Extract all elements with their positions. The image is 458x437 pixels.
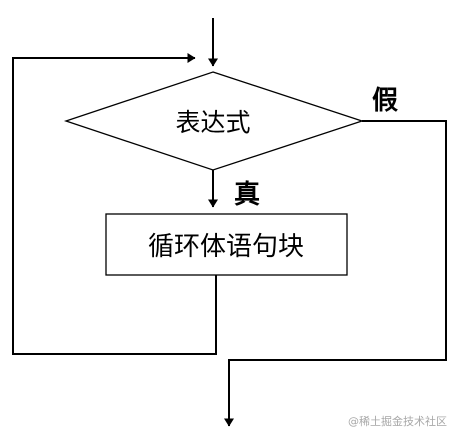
loop-body-label: 循环体语句块 — [148, 232, 304, 262]
loop-back-arrow — [12, 53, 217, 355]
loop-body-box — [105, 213, 348, 276]
false-branch-exit-arrow — [224, 120, 447, 427]
true-label: 真 — [234, 180, 260, 210]
condition-label: 表达式 — [175, 108, 250, 137]
watermark: @稀土掘金技术社区 — [348, 414, 447, 428]
false-label: 假 — [372, 86, 398, 116]
